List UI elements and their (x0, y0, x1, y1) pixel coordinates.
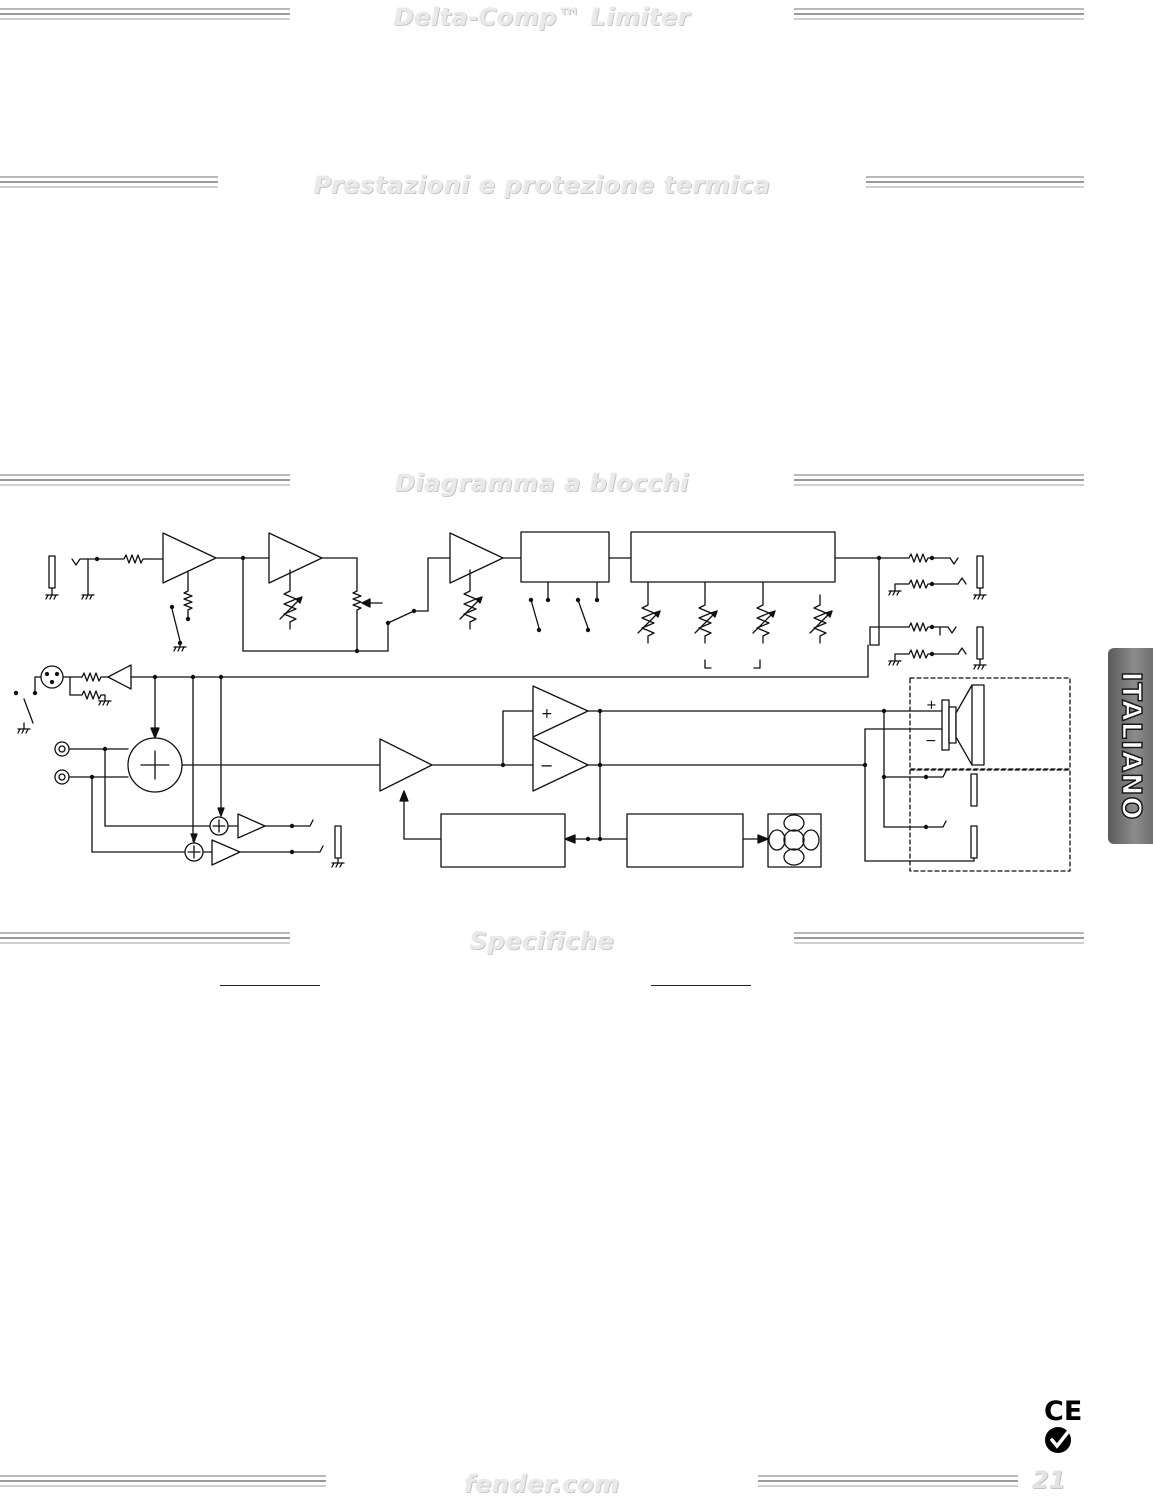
xlr-input-icon (40, 665, 64, 689)
extension-jack-icon (970, 773, 978, 807)
rca-input-icon (54, 741, 70, 757)
buffer-amp-icon (107, 664, 132, 690)
amplifier-icon (449, 532, 504, 584)
header-rule-left (0, 474, 290, 490)
section-title: Diagramma a blocchi (395, 469, 689, 497)
power-amp-negative-icon (532, 737, 589, 792)
block-diagram: + − + − (13, 531, 1071, 872)
fan-control-block (626, 813, 744, 868)
header-rule-left (0, 176, 218, 192)
c-tick-mark-icon (1045, 1427, 1071, 1453)
footer-site: fender.com (464, 1470, 620, 1498)
spec-column-underline-right (651, 985, 751, 986)
fan-icon (767, 813, 822, 868)
speaker-icon (941, 684, 985, 766)
minus-sign: − (540, 756, 553, 775)
extension-jack-icon (970, 825, 978, 859)
header-rule-right (794, 932, 1084, 948)
header-diagramma: Diagramma a blocchi (0, 468, 1153, 502)
plus-sign: + (541, 706, 553, 722)
header-specifiche: Specifiche (0, 926, 1153, 960)
effects-block (520, 531, 610, 583)
output-jack-icon (976, 555, 984, 589)
speaker-minus-sign: − (925, 733, 937, 749)
footer-rule-left (0, 1475, 326, 1491)
aux-jack-icon (334, 825, 342, 859)
resistor-icon (119, 554, 148, 564)
footer: fender.com (0, 1469, 1153, 1503)
aux-amp-icon (237, 813, 266, 839)
rca-input-icon (54, 769, 70, 785)
driver-amp-icon (379, 738, 433, 792)
power-amp-positive-icon (532, 685, 589, 738)
amplifier-icon (162, 532, 217, 584)
spec-column-underline-left (220, 985, 320, 986)
header-rule-left (0, 8, 290, 24)
header-rule-right (794, 474, 1084, 490)
input-jack-icon (48, 555, 56, 589)
protection-block (440, 813, 566, 868)
amplifier-icon (268, 532, 323, 584)
language-label: ITALIANO (1114, 671, 1147, 821)
section-title: Delta-Comp™ Limiter (393, 3, 691, 31)
header-prestazioni: Prestazioni e protezione termica (0, 170, 1153, 204)
section-title: Prestazioni e protezione termica (313, 171, 771, 199)
section-title: Specifiche (469, 927, 615, 955)
extension-speaker-enclosure (909, 769, 1071, 872)
footer-rule-right (758, 1475, 1018, 1491)
language-tab: ITALIANO (1108, 648, 1153, 844)
aux-amp-icon (211, 839, 241, 866)
header-rule-right (794, 8, 1084, 24)
header-rule-left (0, 932, 290, 948)
header-rule-right (866, 176, 1084, 192)
header-delta-comp: Delta-Comp™ Limiter (0, 2, 1153, 36)
page-number: 21 (1032, 1466, 1066, 1494)
ce-mark: CE (1044, 1396, 1083, 1427)
tone-stack-block (630, 531, 836, 583)
output-jack-icon (976, 626, 984, 660)
speaker-plus-sign: + (926, 698, 937, 713)
speaker-enclosure (909, 677, 1071, 770)
